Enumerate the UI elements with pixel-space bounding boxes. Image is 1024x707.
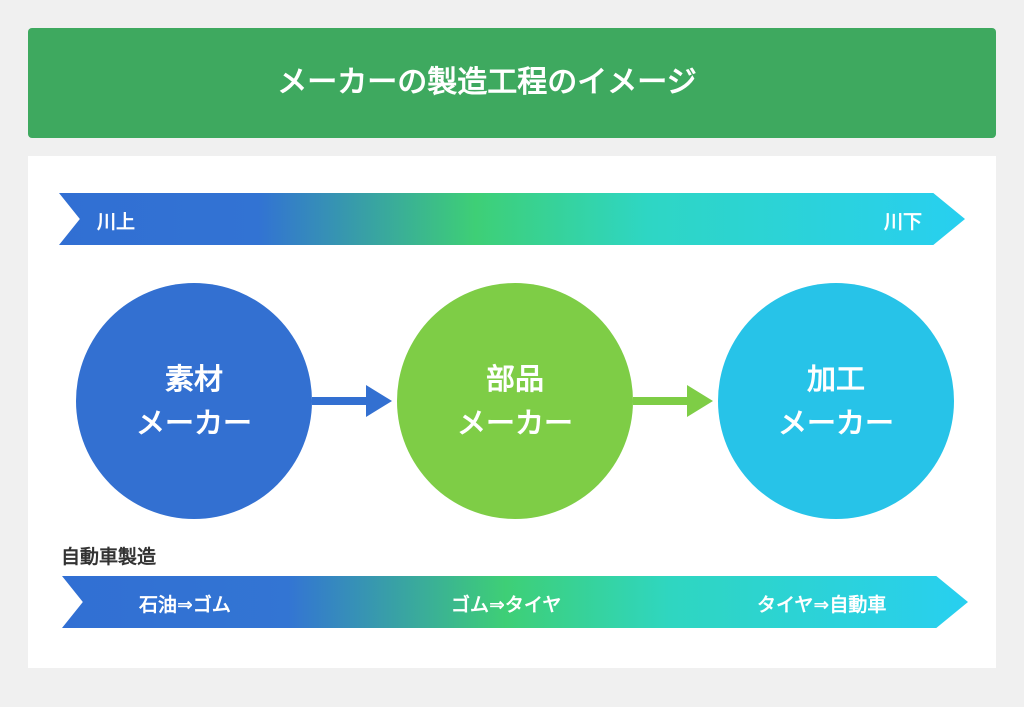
stage-processing-maker: 加工 メーカー xyxy=(718,283,954,519)
stage-parts-suffix: メーカー xyxy=(456,406,573,440)
stage-parts-maker: 部品 メーカー xyxy=(397,283,633,519)
title-banner: メーカーの製造工程のイメージ xyxy=(28,28,996,138)
stage-processing-suffix: メーカー xyxy=(777,406,894,440)
example-step-1: 石油⇒ゴム xyxy=(139,594,231,616)
stage-material-maker: 素材 メーカー xyxy=(76,283,312,519)
arrow-material-to-parts xyxy=(312,385,392,417)
stage-parts-name: 部品 xyxy=(485,362,544,396)
example-heading: 自動車製造 xyxy=(61,546,157,568)
downstream-label: 川下 xyxy=(884,211,923,233)
page-title: メーカーの製造工程のイメージ xyxy=(277,65,697,100)
arrow-parts-to-processing xyxy=(633,385,713,417)
stage-material-name: 素材 xyxy=(164,362,223,396)
example-flow-arrow xyxy=(62,576,968,628)
stage-material-suffix: メーカー xyxy=(135,406,252,440)
example-step-3: タイヤ⇒自動車 xyxy=(757,594,887,616)
stage-processing-name: 加工 xyxy=(806,362,865,396)
upstream-label: 川上 xyxy=(97,211,136,233)
upstream-downstream-arrow xyxy=(59,193,965,245)
example-step-2: ゴム⇒タイヤ xyxy=(451,594,562,616)
